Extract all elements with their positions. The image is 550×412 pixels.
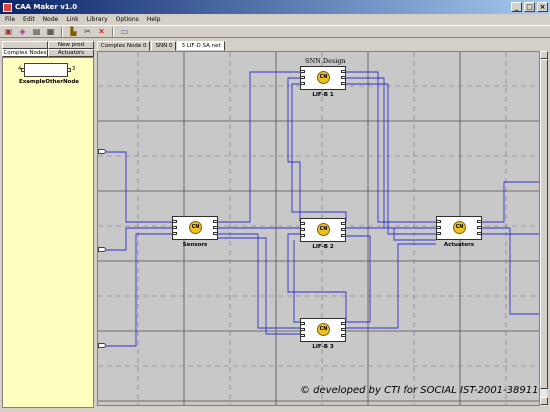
node-pin[interactable] xyxy=(341,70,346,73)
toolbar: ▣ ◈ ▤ ▦ ▙ ✂ ✕ ▭ xyxy=(0,25,550,38)
new-icon[interactable]: ▣ xyxy=(4,26,13,36)
node-pin[interactable] xyxy=(300,82,305,85)
node-pin[interactable] xyxy=(341,328,346,331)
design-canvas[interactable]: SNN Design CN LIF-B 1 CN Sensors CN LIF-… xyxy=(97,51,547,406)
window-title: CAA Maker v1.0 xyxy=(15,3,78,11)
palette-content: 4 3 ExampleOtherNode xyxy=(2,57,94,408)
delete-icon[interactable]: ✕ xyxy=(98,26,105,36)
node-pin[interactable] xyxy=(300,234,305,237)
external-input-2[interactable] xyxy=(98,247,106,252)
node-label-actuators: Actuators xyxy=(443,242,475,248)
node-pin[interactable] xyxy=(300,322,305,325)
save-icon[interactable]: ▤ xyxy=(32,26,41,36)
node-lif-b-3[interactable]: CN xyxy=(300,318,346,342)
toolbar-separator xyxy=(61,26,63,37)
scroll-thumb[interactable] xyxy=(540,59,548,389)
tab-complex-node-0[interactable]: Complex Node 0 xyxy=(97,41,151,51)
node-pin[interactable] xyxy=(341,322,346,325)
minimize-button[interactable]: _ xyxy=(511,2,522,12)
node-pin[interactable] xyxy=(213,220,218,223)
export-icon[interactable]: ▦ xyxy=(46,26,55,36)
toolbar-separator xyxy=(112,26,114,37)
node-pin[interactable] xyxy=(341,82,346,85)
node-label-sensors: Sensors xyxy=(182,242,208,248)
palette-pin-out: 3 xyxy=(72,66,76,72)
maximize-button[interactable]: □ xyxy=(524,2,535,12)
external-input-3[interactable] xyxy=(98,343,106,348)
node-core-badge: CN xyxy=(317,71,330,84)
node-pin[interactable] xyxy=(436,226,441,229)
node-label-lif-b-2: LIF-B 2 xyxy=(312,244,334,250)
node-pin[interactable] xyxy=(436,232,441,235)
open-icon[interactable]: ◈ xyxy=(19,26,26,36)
scroll-up-button[interactable] xyxy=(540,51,548,59)
cut-icon[interactable]: ✂ xyxy=(84,26,91,36)
tab-snn-0[interactable]: SNN 0 xyxy=(151,41,177,51)
node-pin[interactable] xyxy=(341,228,346,231)
node-pin[interactable] xyxy=(172,226,177,229)
menu-options[interactable]: Options xyxy=(115,16,139,23)
menu-library[interactable]: Library xyxy=(86,16,108,23)
scroll-down-button[interactable] xyxy=(540,397,548,405)
tab-new-prod[interactable]: New prod xyxy=(48,41,94,49)
external-input-1[interactable] xyxy=(98,149,106,154)
node-lif-b-1[interactable]: CN xyxy=(300,66,346,90)
vertical-scrollbar[interactable] xyxy=(539,51,548,406)
node-core-badge: CN xyxy=(317,223,330,236)
tab-palette-0[interactable] xyxy=(2,41,48,49)
node-pin[interactable] xyxy=(300,222,305,225)
menu-link[interactable]: Link xyxy=(66,16,79,23)
node-pin[interactable] xyxy=(477,226,482,229)
credit-text: © developed by CTI for SOCIAL IST-2001-3… xyxy=(300,385,539,396)
node-pin[interactable] xyxy=(341,76,346,79)
menu-edit[interactable]: Edit xyxy=(23,16,35,23)
node-pin[interactable] xyxy=(436,220,441,223)
node-actuators[interactable]: CN xyxy=(436,216,482,240)
node-pin[interactable] xyxy=(300,70,305,73)
print-icon[interactable]: ▙ xyxy=(70,26,77,36)
node-sensors[interactable]: CN xyxy=(172,216,218,240)
node-pin[interactable] xyxy=(300,76,305,79)
menu-bar: File Edit Node Link Library Options Help xyxy=(0,14,550,25)
node-pin[interactable] xyxy=(477,232,482,235)
node-pin[interactable] xyxy=(172,232,177,235)
node-pin[interactable] xyxy=(300,228,305,231)
node-pin[interactable] xyxy=(341,334,346,337)
tab-complex-nodes[interactable]: Complex Nodes xyxy=(2,49,48,57)
palette-pin-in: 4 xyxy=(18,66,22,72)
node-label-lif-b-1: LIF-B 1 xyxy=(312,92,334,98)
title-bar: CAA Maker v1.0 _ □ × xyxy=(0,0,550,14)
node-pin[interactable] xyxy=(213,232,218,235)
settings-icon[interactable]: ▭ xyxy=(120,26,129,36)
canvas-tabs: Complex Node 0 SNN 0 3 LIF-D SA net xyxy=(97,41,225,51)
node-pin[interactable] xyxy=(341,222,346,225)
tab-actuators[interactable]: Actuators xyxy=(48,49,94,57)
node-core-badge: CN xyxy=(189,221,202,234)
app-icon xyxy=(3,2,12,12)
menu-file[interactable]: File xyxy=(5,16,16,23)
palette-node[interactable] xyxy=(21,63,71,77)
node-label-lif-b-3: LIF-B 3 xyxy=(312,344,334,350)
menu-node[interactable]: Node xyxy=(42,16,59,23)
node-pin[interactable] xyxy=(300,334,305,337)
node-lif-b-2[interactable]: CN xyxy=(300,218,346,242)
node-pin[interactable] xyxy=(477,220,482,223)
node-pin[interactable] xyxy=(172,220,177,223)
node-pin[interactable] xyxy=(213,226,218,229)
node-core-badge: CN xyxy=(317,323,330,336)
menu-help[interactable]: Help xyxy=(146,16,161,23)
design-title: SNN Design xyxy=(305,57,346,65)
palette-panel: New prod Complex Nodes Actuators 4 3 Exa… xyxy=(2,41,94,408)
node-pin[interactable] xyxy=(341,234,346,237)
node-core-badge: CN xyxy=(453,221,466,234)
palette-node-name: ExampleOtherNode xyxy=(18,79,79,85)
tab-lif-net[interactable]: 3 LIF-D SA net xyxy=(177,41,225,51)
close-button[interactable]: × xyxy=(537,2,548,12)
node-pin[interactable] xyxy=(300,328,305,331)
